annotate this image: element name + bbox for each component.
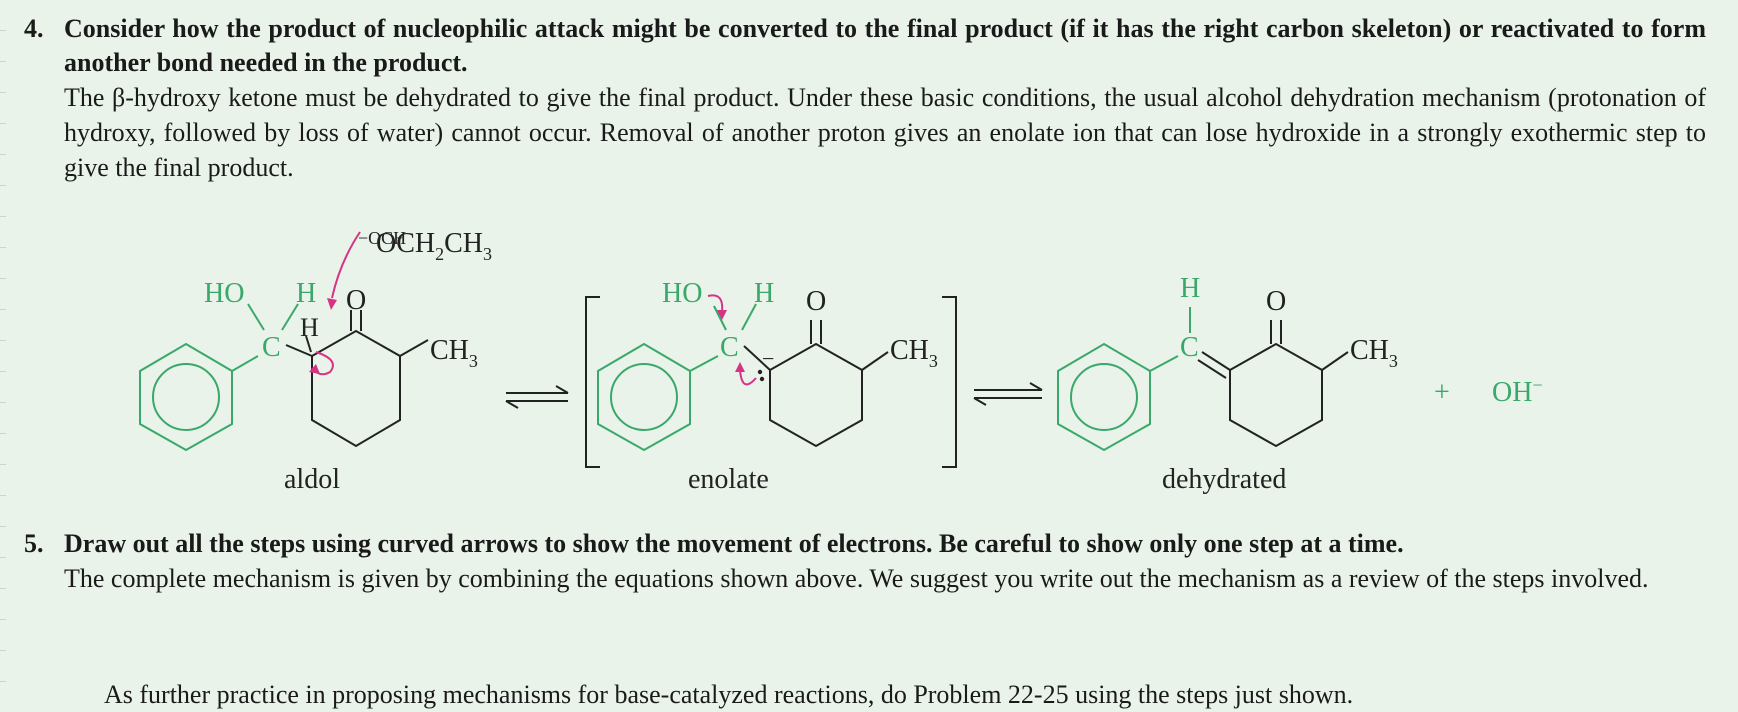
curved-arrow-enolate — [739, 369, 757, 386]
carbonyl-oxygen: O — [346, 285, 366, 316]
curved-arrow-hydroxide — [707, 294, 724, 313]
hydrogen-label: H — [296, 278, 316, 309]
cyclohexenone-ring — [1229, 342, 1323, 448]
hydrogen-label: H — [754, 278, 774, 309]
step-number: 5. — [24, 529, 44, 558]
alpha-hydrogen-label: H — [300, 313, 319, 342]
hydroxy-label: HO — [204, 278, 244, 309]
step-5: 5. Draw out all the steps using curved a… — [0, 527, 1738, 622]
carbonyl-oxygen: O — [806, 286, 826, 317]
dehydrated-structure: C H O CH3 dehydrated — [1057, 273, 1398, 495]
carbon-label: C — [720, 332, 739, 363]
aldol-dehydration-scheme: C HO H O CH3 H −OCH OCH2CH3 aldol — [139, 228, 1543, 495]
page-edge-marks — [0, 0, 6, 704]
cyclohexanone-ring — [769, 342, 863, 448]
bracket-right — [942, 296, 957, 468]
aromatic-circle — [152, 363, 220, 431]
step-body: The β-hydroxy ketone must be dehydrated … — [64, 83, 1706, 182]
equilibrium-arrow-1 — [505, 385, 569, 409]
step-4: 4. Consider how the product of nucleophi… — [0, 12, 1738, 211]
aldol-structure: C HO H O CH3 H −OCH OCH2CH3 aldol — [139, 228, 492, 495]
caption-aldol: aldol — [284, 464, 340, 495]
bracket-left — [585, 296, 600, 468]
methyl-label: CH3 — [430, 335, 478, 371]
carbon-label: C — [1180, 332, 1199, 363]
hydroxy-label: HO — [662, 278, 702, 309]
plus-sign: + — [1434, 377, 1450, 408]
ethoxide-formula: OCH2CH3 — [376, 228, 492, 264]
hydroxide-byproduct: + OH− — [1434, 375, 1543, 408]
caption-enolate: enolate — [688, 464, 769, 495]
carbonyl-oxygen: O — [1266, 286, 1286, 317]
enolate-structure: C HO H O CH3 − enolate — [585, 278, 957, 495]
curved-arrow-base — [331, 231, 361, 299]
caption-dehydrated: dehydrated — [1162, 464, 1286, 495]
aromatic-circle — [610, 363, 678, 431]
step-title: Consider how the product of nucleophilic… — [64, 14, 1706, 77]
step-number: 4. — [24, 14, 44, 43]
cyclohexanone-ring — [311, 329, 401, 448]
hydrogen-label: H — [1180, 273, 1200, 304]
practice-note: As further practice in proposing mechani… — [104, 680, 1354, 709]
carbon-label: C — [262, 332, 281, 363]
hydroxide-label: OH− — [1492, 375, 1543, 408]
methyl-label: CH3 — [890, 335, 938, 371]
step-title: Draw out all the steps using curved arro… — [64, 529, 1404, 558]
step-body: The complete mechanism is given by combi… — [64, 564, 1649, 593]
equilibrium-arrow-2 — [973, 382, 1043, 406]
negative-charge: − — [762, 346, 774, 371]
methyl-label: CH3 — [1350, 335, 1398, 371]
aromatic-circle — [1070, 363, 1138, 431]
ethoxide-label: −OCH — [358, 228, 406, 248]
